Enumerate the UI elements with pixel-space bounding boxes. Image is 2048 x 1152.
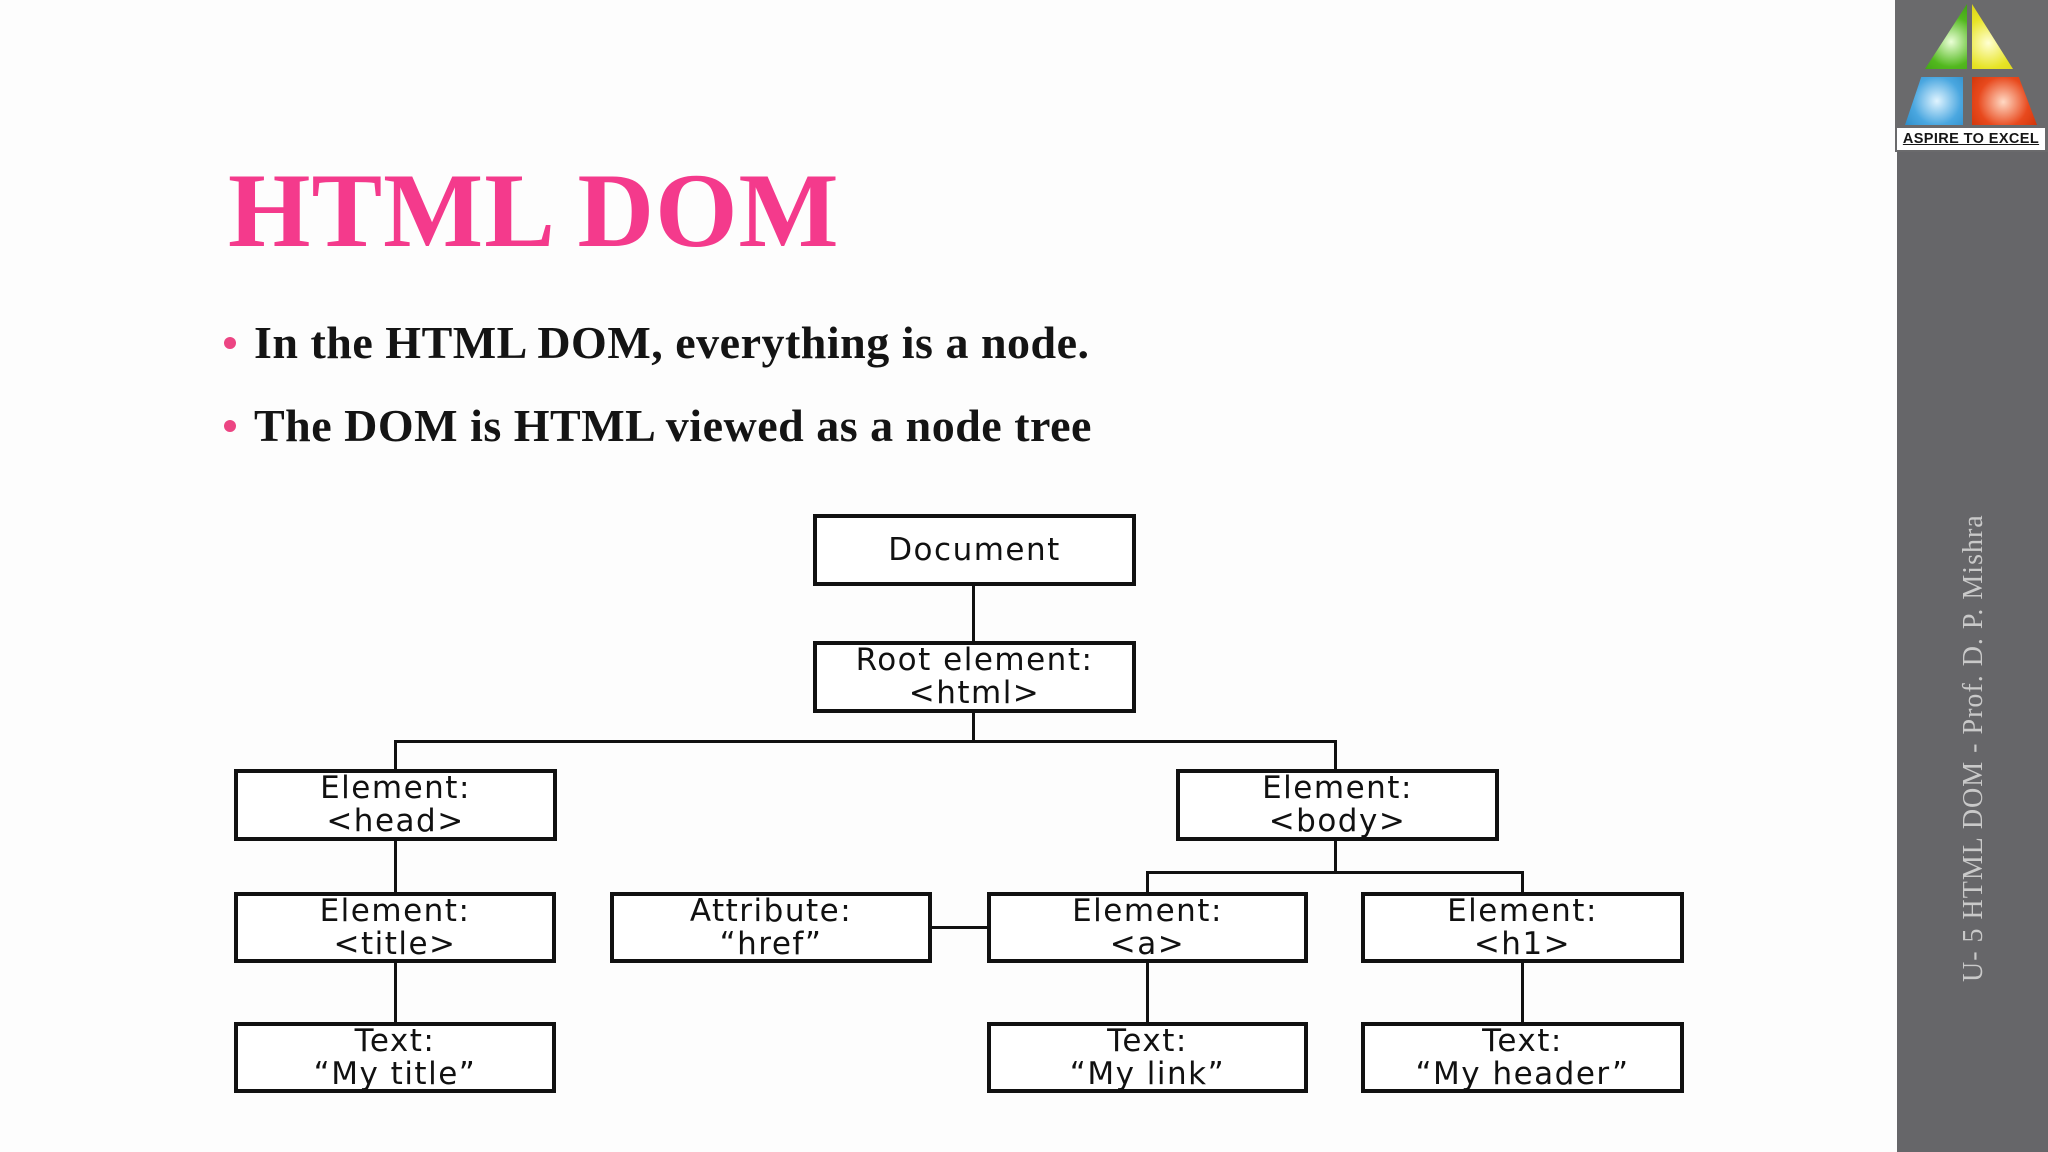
node-value: “My header” (1415, 1055, 1630, 1092)
bullet-dot-icon (224, 336, 236, 349)
node-text-my-header: Text: “My header” (1361, 1022, 1684, 1093)
bullet-item: The DOM is HTML viewed as a node tree (224, 399, 1092, 452)
connector-line (394, 740, 397, 769)
node-label: Root element: (855, 642, 1094, 678)
node-text-my-link: Text: “My link” (987, 1022, 1308, 1093)
logo-yellow-triangle-icon (1972, 4, 2013, 69)
connector-line (1521, 963, 1524, 1022)
connector-line (1334, 841, 1337, 871)
node-label: Element: (1262, 770, 1413, 806)
node-label: Element: (1447, 892, 1598, 929)
bullet-text: The DOM is HTML viewed as a node tree (254, 400, 1092, 451)
connector-line (1146, 871, 1149, 892)
connector-line (972, 713, 975, 740)
node-element-a: Element: <a> (987, 892, 1308, 963)
node-label: Element: (1072, 892, 1223, 929)
node-value: <h1> (1473, 925, 1572, 962)
node-label: Text: (1107, 1022, 1188, 1059)
right-sidebar-band (1897, 0, 2048, 1152)
sidebar-vertical-caption: U- 5 HTML DOM - Prof. D. P. Mishra (1958, 514, 1989, 982)
node-value: “My link” (1069, 1055, 1226, 1092)
connector-line (1334, 740, 1337, 769)
node-root-element: Root element: <html> (813, 641, 1136, 713)
connector-line (1521, 871, 1524, 892)
connector-line (932, 926, 987, 929)
node-label: Attribute: (689, 892, 853, 929)
node-value: <html> (908, 675, 1041, 711)
node-value: “href” (719, 925, 823, 962)
page-title: HTML DOM (228, 152, 840, 269)
connector-line (394, 963, 397, 1022)
node-value: “My title” (313, 1055, 477, 1092)
node-document: Document (813, 514, 1136, 586)
connector-line (1146, 963, 1149, 1022)
bullet-dot-icon (224, 419, 236, 432)
node-label: Element: (319, 892, 471, 929)
logo-tagline: ASPIRE TO EXCEL (1902, 131, 2040, 147)
node-value: <head> (326, 803, 465, 839)
bullet-text: In the HTML DOM, everything is a node. (254, 317, 1090, 368)
node-label: Text: (354, 1022, 436, 1059)
node-element-title: Element: <title> (234, 892, 556, 963)
node-label: Element: (320, 770, 471, 806)
logo-blue-trapezoid-icon (1905, 77, 1963, 125)
node-element-body: Element: <body> (1176, 769, 1499, 841)
logo-tagline-strip: ASPIRE TO EXCEL (1897, 128, 2045, 150)
node-value: <title> (333, 925, 457, 962)
node-element-head: Element: <head> (234, 769, 557, 841)
connector-line (394, 740, 1337, 743)
connector-line (394, 841, 397, 892)
node-value: <a> (1109, 925, 1186, 962)
logo-red-trapezoid-icon (1972, 77, 2037, 125)
node-element-h1: Element: <h1> (1361, 892, 1684, 963)
node-value: <body> (1268, 803, 1407, 839)
connector-line (1146, 871, 1524, 874)
logo-green-triangle-icon (1925, 4, 1967, 69)
connector-line (972, 586, 975, 641)
node-attribute-href: Attribute: “href” (610, 892, 932, 963)
bullet-item: In the HTML DOM, everything is a node. (224, 316, 1090, 369)
aspire-to-excel-logo: ASPIRE TO EXCEL (1895, 0, 2048, 152)
node-label: Text: (1482, 1022, 1563, 1059)
node-text-my-title: Text: “My title” (234, 1022, 556, 1093)
node-label: Document (888, 531, 1061, 568)
